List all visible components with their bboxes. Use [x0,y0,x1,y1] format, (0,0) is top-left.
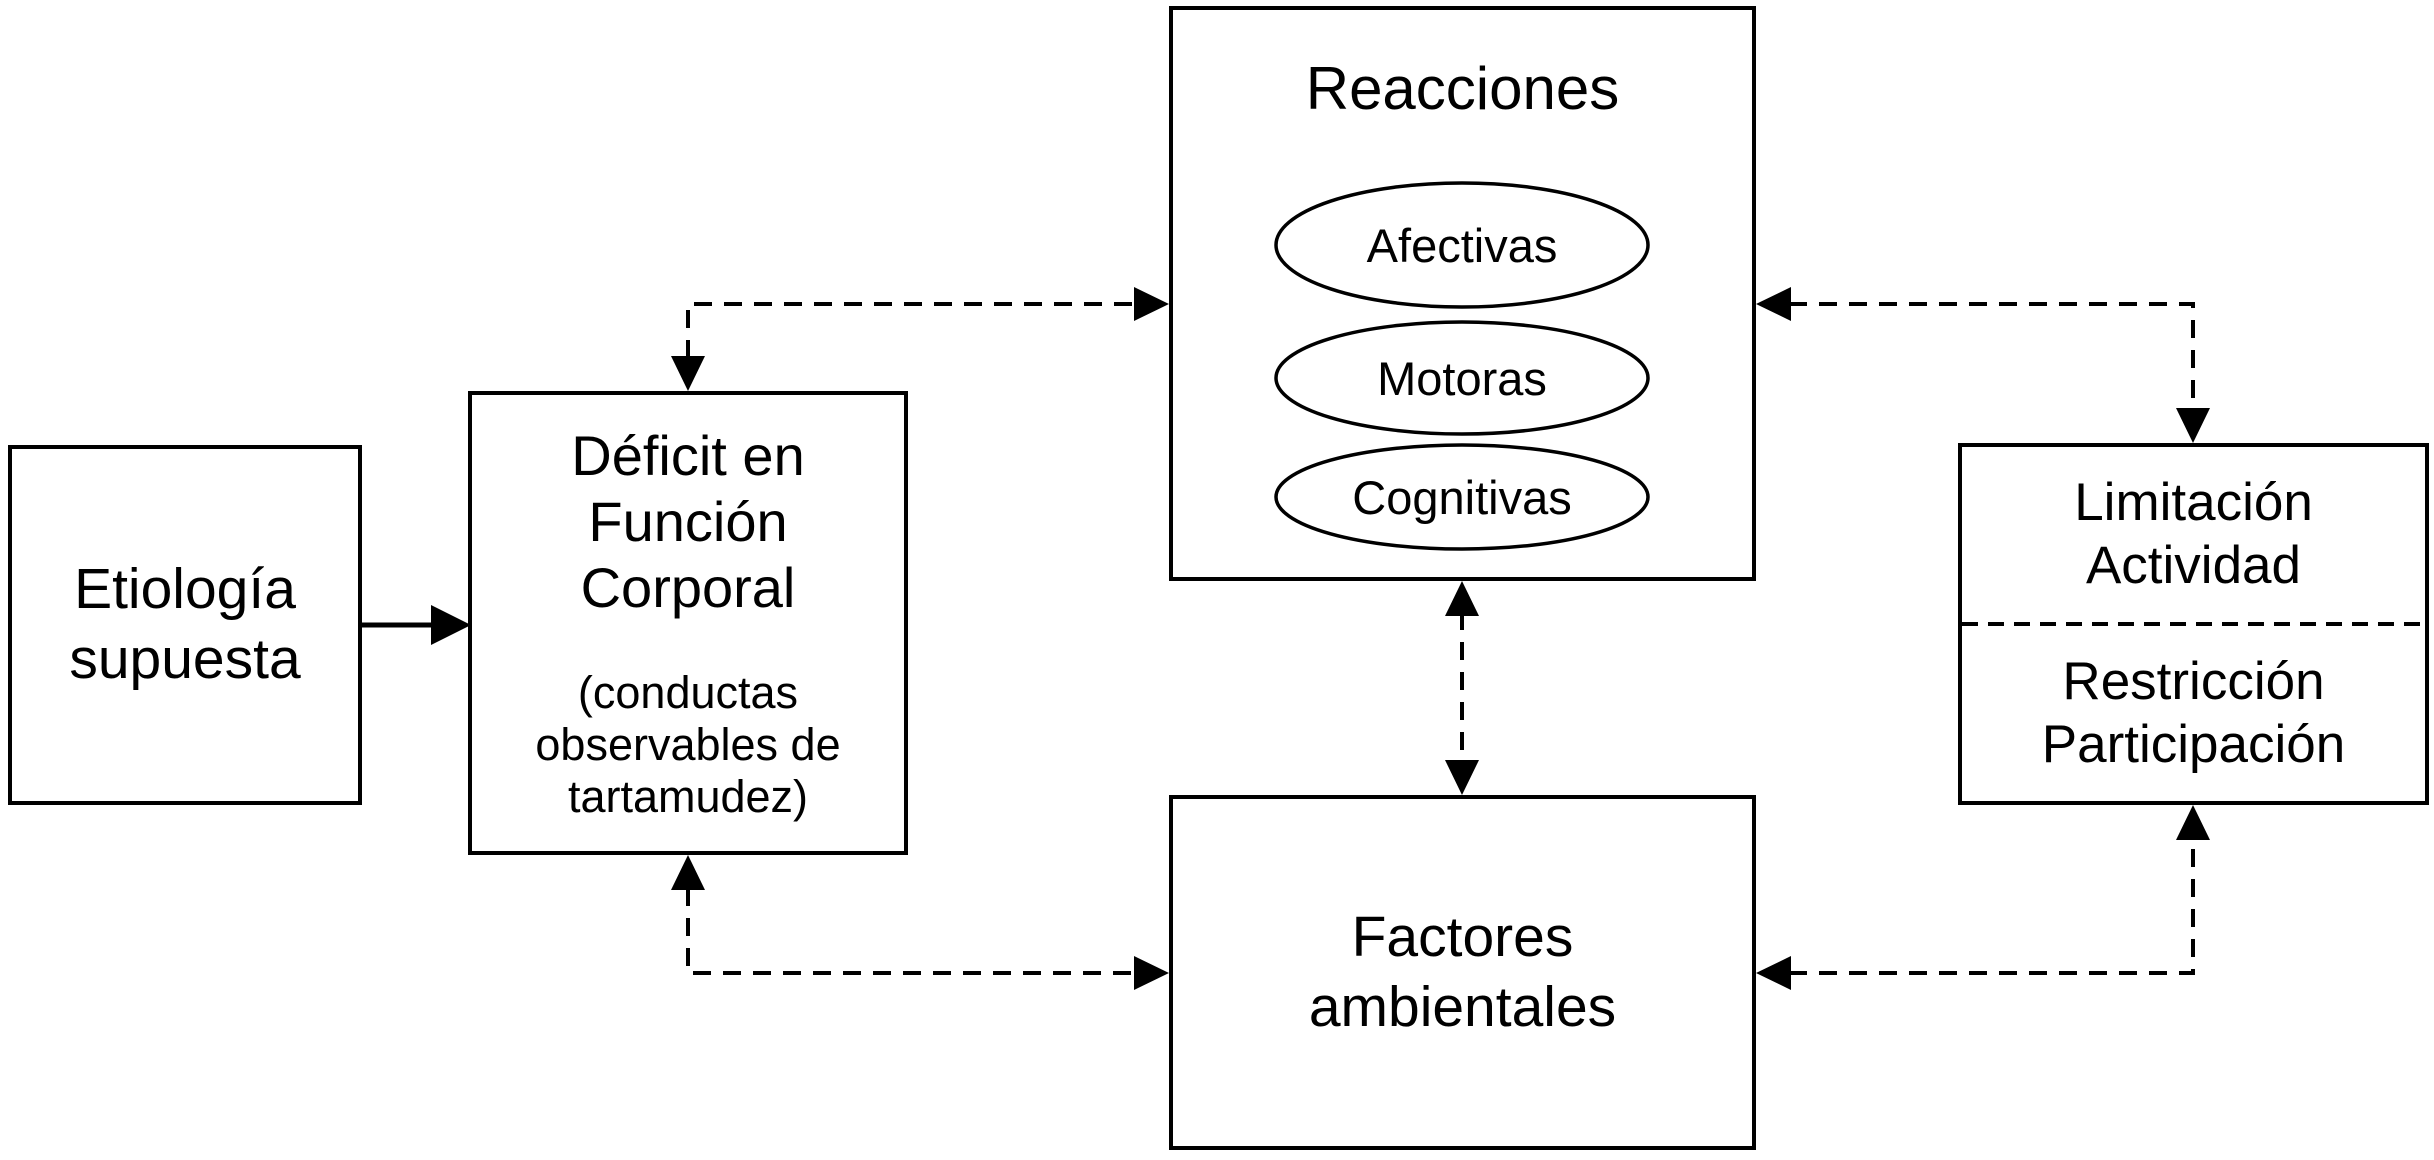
factores-limitacion-dashed-line [1789,838,2195,975]
cognitivas-ellipse-label: Cognitivas [1352,470,1572,524]
motoras-ellipse-label: Motoras [1377,351,1547,405]
limitacion-box-top-label: Limitación Actividad [2074,472,2313,595]
factores-box [1169,795,1756,1150]
etiologia-to-deficit-arrowhead [431,605,471,645]
arrowhead-into-factores-top [1445,760,1479,795]
afectivas-ellipse [1274,181,1650,309]
deficit-box-title: Déficit en Función Corporal [571,423,805,619]
deficit-box [468,391,908,855]
reacciones-box-title: Reacciones [1305,54,1620,122]
arrowhead-into-limitacion-top [2176,408,2210,443]
arrowhead-into-deficit-top [671,356,705,391]
arrowhead-into-deficit-bottom [671,855,705,890]
cognitivas-ellipse [1274,443,1650,551]
arrowhead-into-reacciones-right [1756,287,1791,321]
motoras-ellipse [1274,320,1650,436]
factores-box-label: Factores ambientales [1308,904,1617,1039]
arrowhead-into-factores-right [1756,956,1791,990]
deficit-factores-dashed-line [686,888,1136,975]
etiologia-box [8,445,362,805]
arrowhead-into-reacciones-bottom [1445,581,1479,616]
reacciones-limitacion-dashed-line [1789,302,2195,410]
arrowhead-into-limitacion-bottom [2176,805,2210,840]
afectivas-ellipse-label: Afectivas [1366,218,1558,272]
deficit-box-subtitle: (conductas observables de tartamudez) [535,666,841,823]
arrowhead-into-reacciones-left [1134,287,1169,321]
limitacion-box-bottom-label: Restricción Participación [2041,651,2346,774]
limitacion-box [1958,443,2429,805]
etiologia-box-label: Etiología supuesta [69,557,301,691]
deficit-box-text: Déficit en Función Corporal (conductas o… [474,397,902,849]
arrowhead-into-factores-left [1134,956,1169,990]
deficit-reacciones-dashed-line [686,302,1136,358]
